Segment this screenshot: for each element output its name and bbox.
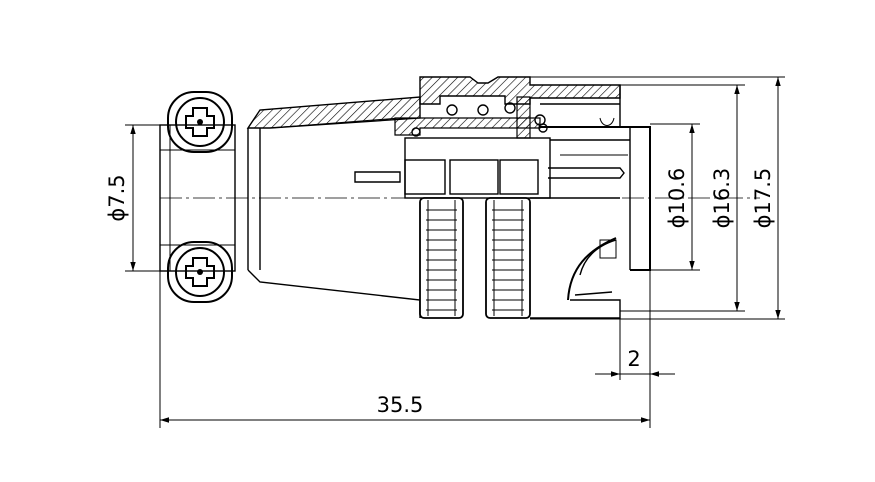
dim-cable-dia: ϕ7.5 — [105, 174, 129, 221]
grip-ring-2 — [485, 197, 531, 319]
key-detail — [530, 197, 621, 319]
inner-body — [354, 96, 651, 271]
dim-outer-dia: ϕ17.5 — [751, 168, 775, 229]
cable-clamp — [159, 91, 236, 303]
coupling-nut — [419, 76, 621, 127]
dim-inner-dia: ϕ10.6 — [665, 168, 689, 229]
grip-ring-1 — [419, 197, 464, 319]
dim-mid-dia: ϕ16.3 — [710, 168, 734, 229]
dimension-lines — [125, 76, 785, 428]
back-shell — [246, 96, 421, 318]
grip-rings — [419, 197, 531, 319]
dim-overall-length: 35.5 — [377, 393, 424, 417]
dim-small-offset: 2 — [627, 347, 640, 371]
